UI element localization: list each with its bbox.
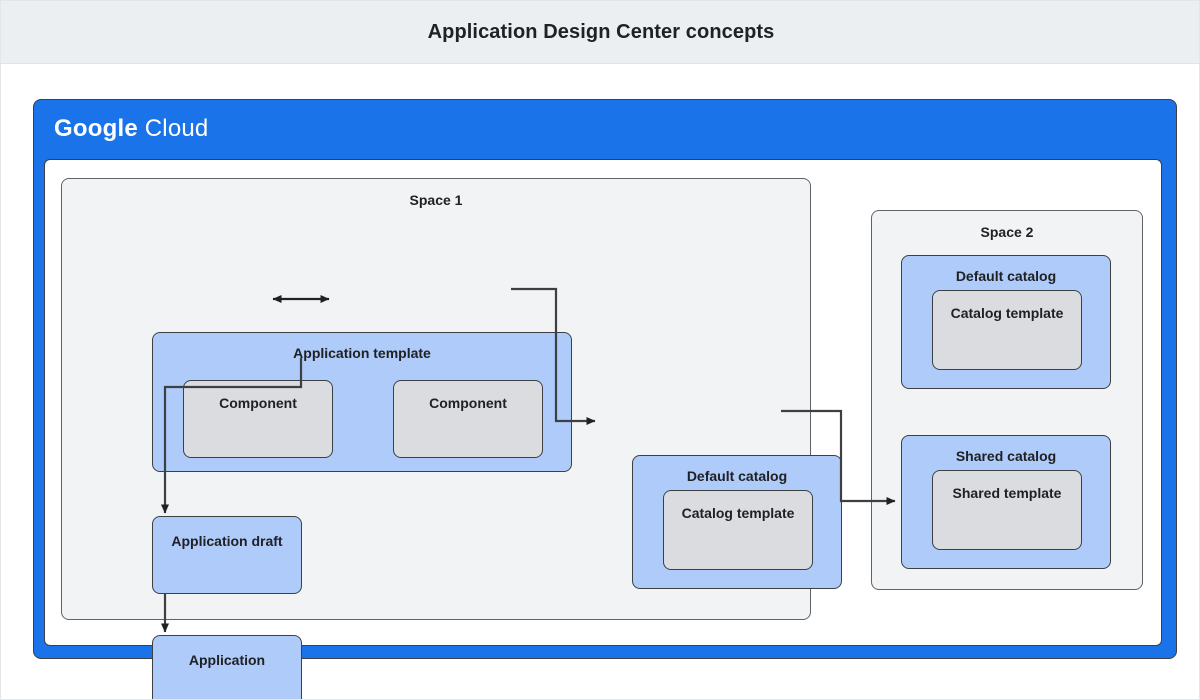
space-2-catalog-template-label: Catalog template: [950, 305, 1064, 321]
space-2-default-catalog-box[interactable]: Default catalog Catalog template: [901, 255, 1111, 389]
application-draft-label: Application draft: [171, 533, 283, 549]
page-titlebar: Application Design Center concepts: [1, 1, 1199, 64]
component-left-label: Component: [219, 395, 297, 411]
space-1-label: Space 1: [409, 192, 463, 208]
component-left-box[interactable]: Component: [183, 380, 333, 458]
shared-template-box[interactable]: Shared template: [932, 470, 1082, 550]
shared-template-label: Shared template: [952, 485, 1062, 501]
application-draft-box[interactable]: Application draft: [152, 516, 302, 594]
shared-catalog-label: Shared catalog: [955, 448, 1057, 464]
component-right-label: Component: [429, 395, 507, 411]
page-title: Application Design Center concepts: [427, 20, 775, 43]
space-1-default-catalog-label: Default catalog: [686, 468, 788, 484]
space-1-default-catalog-box[interactable]: Default catalog Catalog template: [632, 455, 842, 589]
component-right-box[interactable]: Component: [393, 380, 543, 458]
google-cloud-logo: Google Cloud: [54, 115, 208, 143]
google-cloud-logo-secondary: Cloud: [144, 115, 209, 142]
shared-catalog-box[interactable]: Shared catalog Shared template: [901, 435, 1111, 569]
space-2-catalog-template-box[interactable]: Catalog template: [932, 290, 1082, 370]
application-template-label: Application template: [293, 345, 431, 361]
space-2-default-catalog-label: Default catalog: [955, 268, 1057, 284]
application-box[interactable]: Application: [152, 635, 302, 699]
space-2-label: Space 2: [980, 224, 1034, 240]
diagram-canvas: Google Cloud Space 1 Application templat…: [1, 65, 1199, 699]
space-1-catalog-template-label: Catalog template: [681, 505, 795, 521]
google-cloud-logo-primary: Google: [54, 115, 138, 142]
application-template-box[interactable]: Application template Component Component: [152, 332, 572, 472]
application-label: Application: [188, 652, 266, 668]
space-1-container: Space 1 Application template Component C…: [61, 178, 842, 699]
space-1-catalog-template-box[interactable]: Catalog template: [663, 490, 813, 570]
